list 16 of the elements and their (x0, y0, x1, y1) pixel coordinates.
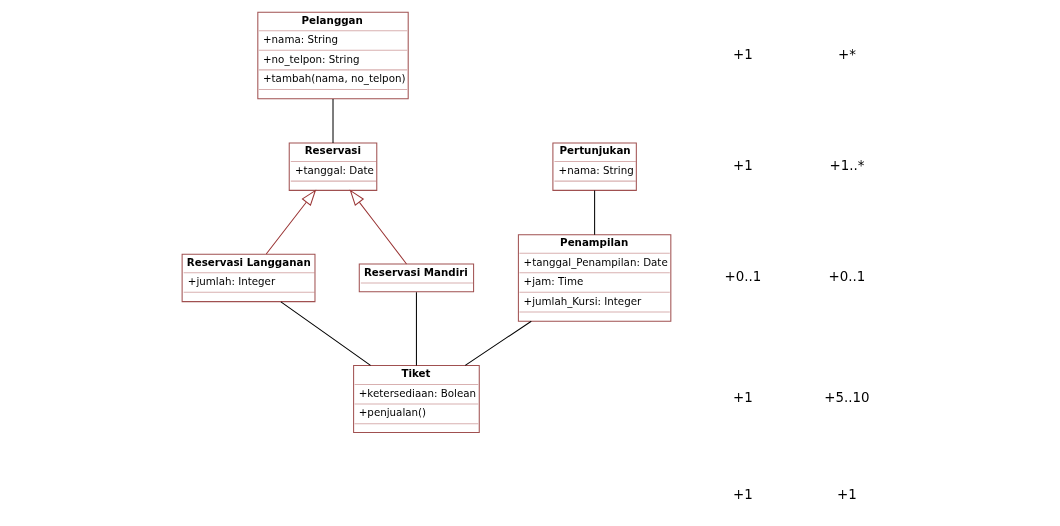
label: +0..1 (828, 269, 865, 285)
connector (279, 301, 371, 366)
label: +0..1 (724, 269, 761, 285)
label: +1 (732, 158, 753, 174)
label: +5..10 (823, 390, 870, 406)
label: +1..* (828, 158, 864, 174)
connector (593, 190, 595, 236)
label: +* (837, 46, 856, 62)
arrow (265, 189, 316, 255)
arrow (349, 189, 407, 265)
label: +1 (836, 486, 857, 502)
label: +1 (732, 46, 753, 62)
label: +1 (732, 390, 753, 406)
label: +1 (732, 486, 753, 502)
connector (415, 291, 417, 366)
connector (464, 320, 532, 366)
